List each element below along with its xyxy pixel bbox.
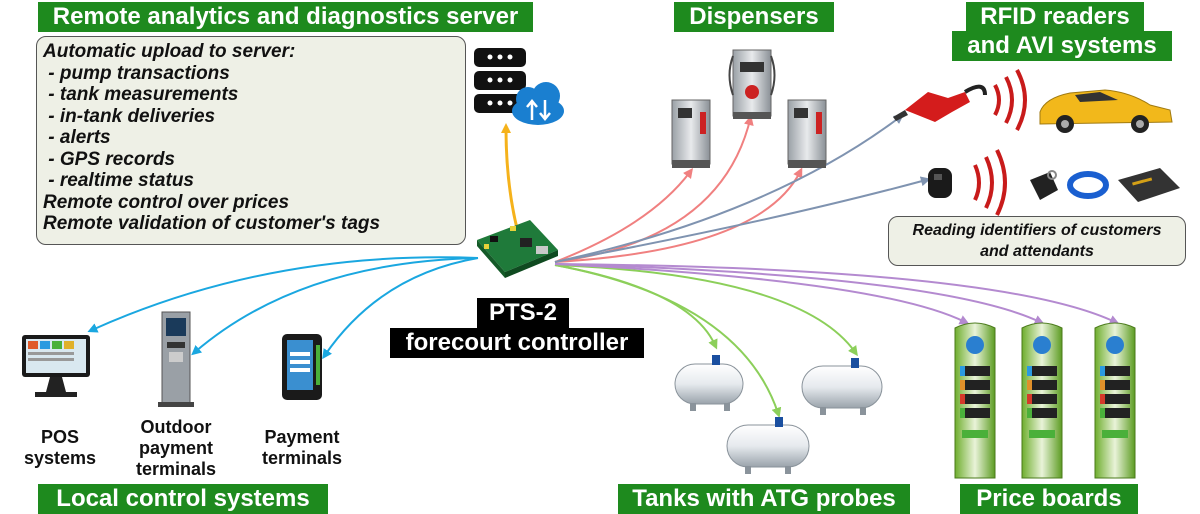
link-payment bbox=[322, 257, 479, 360]
fuel-dispenser-icon bbox=[671, 99, 711, 168]
card-icon bbox=[1118, 168, 1180, 202]
pos-label-line2: systems bbox=[23, 448, 97, 468]
cloud-sync-icon bbox=[512, 82, 564, 125]
controller-name: PTS-2 bbox=[477, 298, 569, 328]
payment-label-line2: terminals bbox=[261, 448, 343, 468]
link-pos bbox=[87, 256, 479, 333]
controller-description: forecourt controller bbox=[390, 328, 644, 358]
server-info-text: Automatic upload to server: - pump trans… bbox=[43, 41, 380, 235]
upload-item: - realtime status bbox=[43, 170, 194, 191]
remote-tag-validation: Remote validation of customer's tags bbox=[43, 213, 381, 234]
rfid-info-line1: Reading identifiers of customers bbox=[912, 222, 1162, 239]
rfid-info-box: Reading identifiers of customers and att… bbox=[888, 216, 1186, 266]
price-board-icon bbox=[1021, 322, 1063, 479]
rfid-reader-icon bbox=[928, 168, 952, 198]
upload-heading: Automatic upload to server: bbox=[43, 41, 296, 62]
link-tank-2 bbox=[554, 264, 782, 418]
payment-label-line1: Payment bbox=[264, 427, 340, 447]
price-board-icon bbox=[1094, 322, 1136, 479]
link-price-3 bbox=[554, 263, 1120, 325]
title-dispensers: Dispensers bbox=[674, 2, 834, 32]
upload-item: - tank measurements bbox=[43, 84, 239, 105]
pos-terminal-icon bbox=[22, 335, 90, 397]
server-info-box: Automatic upload to server: - pump trans… bbox=[36, 36, 466, 245]
database-server-icon bbox=[474, 48, 526, 113]
rfid-info-line2: and attendants bbox=[980, 243, 1094, 260]
pos-label-line1: POS bbox=[40, 427, 79, 447]
upload-item: - alerts bbox=[43, 127, 111, 148]
outdoor-label-line1: Outdoor bbox=[140, 417, 212, 437]
remote-price-control: Remote control over prices bbox=[43, 191, 290, 213]
outdoor-label-line2: payment bbox=[138, 438, 214, 458]
link-server bbox=[501, 123, 524, 245]
link-price-1 bbox=[554, 263, 970, 325]
key-fob-icon bbox=[1030, 170, 1058, 200]
upload-item: - in-tank deliveries bbox=[43, 105, 216, 127]
link-outdoor bbox=[191, 257, 479, 356]
car-icon bbox=[1039, 89, 1173, 133]
kiosk-icon bbox=[158, 311, 194, 407]
fuel-dispenser-icon bbox=[728, 49, 776, 119]
link-dispenser-2 bbox=[554, 115, 754, 263]
title-rfid-line1: RFID readers bbox=[966, 2, 1144, 32]
link-rfid-reader bbox=[554, 176, 931, 263]
title-price-boards: Price boards bbox=[960, 484, 1138, 514]
link-dispenser-1 bbox=[554, 168, 694, 263]
title-local-control: Local control systems bbox=[38, 484, 328, 514]
outdoor-label-line3: terminals bbox=[135, 459, 217, 479]
link-dispenser-3 bbox=[554, 167, 803, 263]
fuel-dispenser-icon bbox=[787, 99, 827, 168]
rfid-waves-icon bbox=[993, 69, 1027, 131]
payment-label: Payment terminals bbox=[250, 427, 354, 469]
fuel-tank-icon bbox=[801, 358, 883, 415]
fuel-nozzle-icon bbox=[893, 84, 987, 122]
upload-item: - GPS records bbox=[43, 148, 175, 170]
rfid-waves-icon bbox=[973, 149, 1007, 216]
price-board-icon bbox=[954, 322, 996, 479]
outdoor-label: Outdoor payment terminals bbox=[120, 417, 232, 480]
title-rfid-line2: and AVI systems bbox=[952, 31, 1172, 61]
pos-label: POS systems bbox=[12, 427, 108, 469]
fuel-tank-icon bbox=[726, 417, 810, 474]
upload-item: - pump transactions bbox=[43, 62, 230, 84]
link-price-2 bbox=[554, 263, 1045, 325]
link-rfid-nozzle bbox=[554, 113, 904, 263]
payment-terminal-icon bbox=[282, 334, 322, 400]
wristband-icon bbox=[1067, 171, 1109, 199]
title-remote-server: Remote analytics and diagnostics server bbox=[38, 2, 533, 32]
title-tanks: Tanks with ATG probes bbox=[618, 484, 910, 514]
link-tank-3 bbox=[554, 264, 858, 357]
controller-board-icon bbox=[477, 220, 558, 278]
fuel-tank-icon bbox=[674, 355, 744, 411]
